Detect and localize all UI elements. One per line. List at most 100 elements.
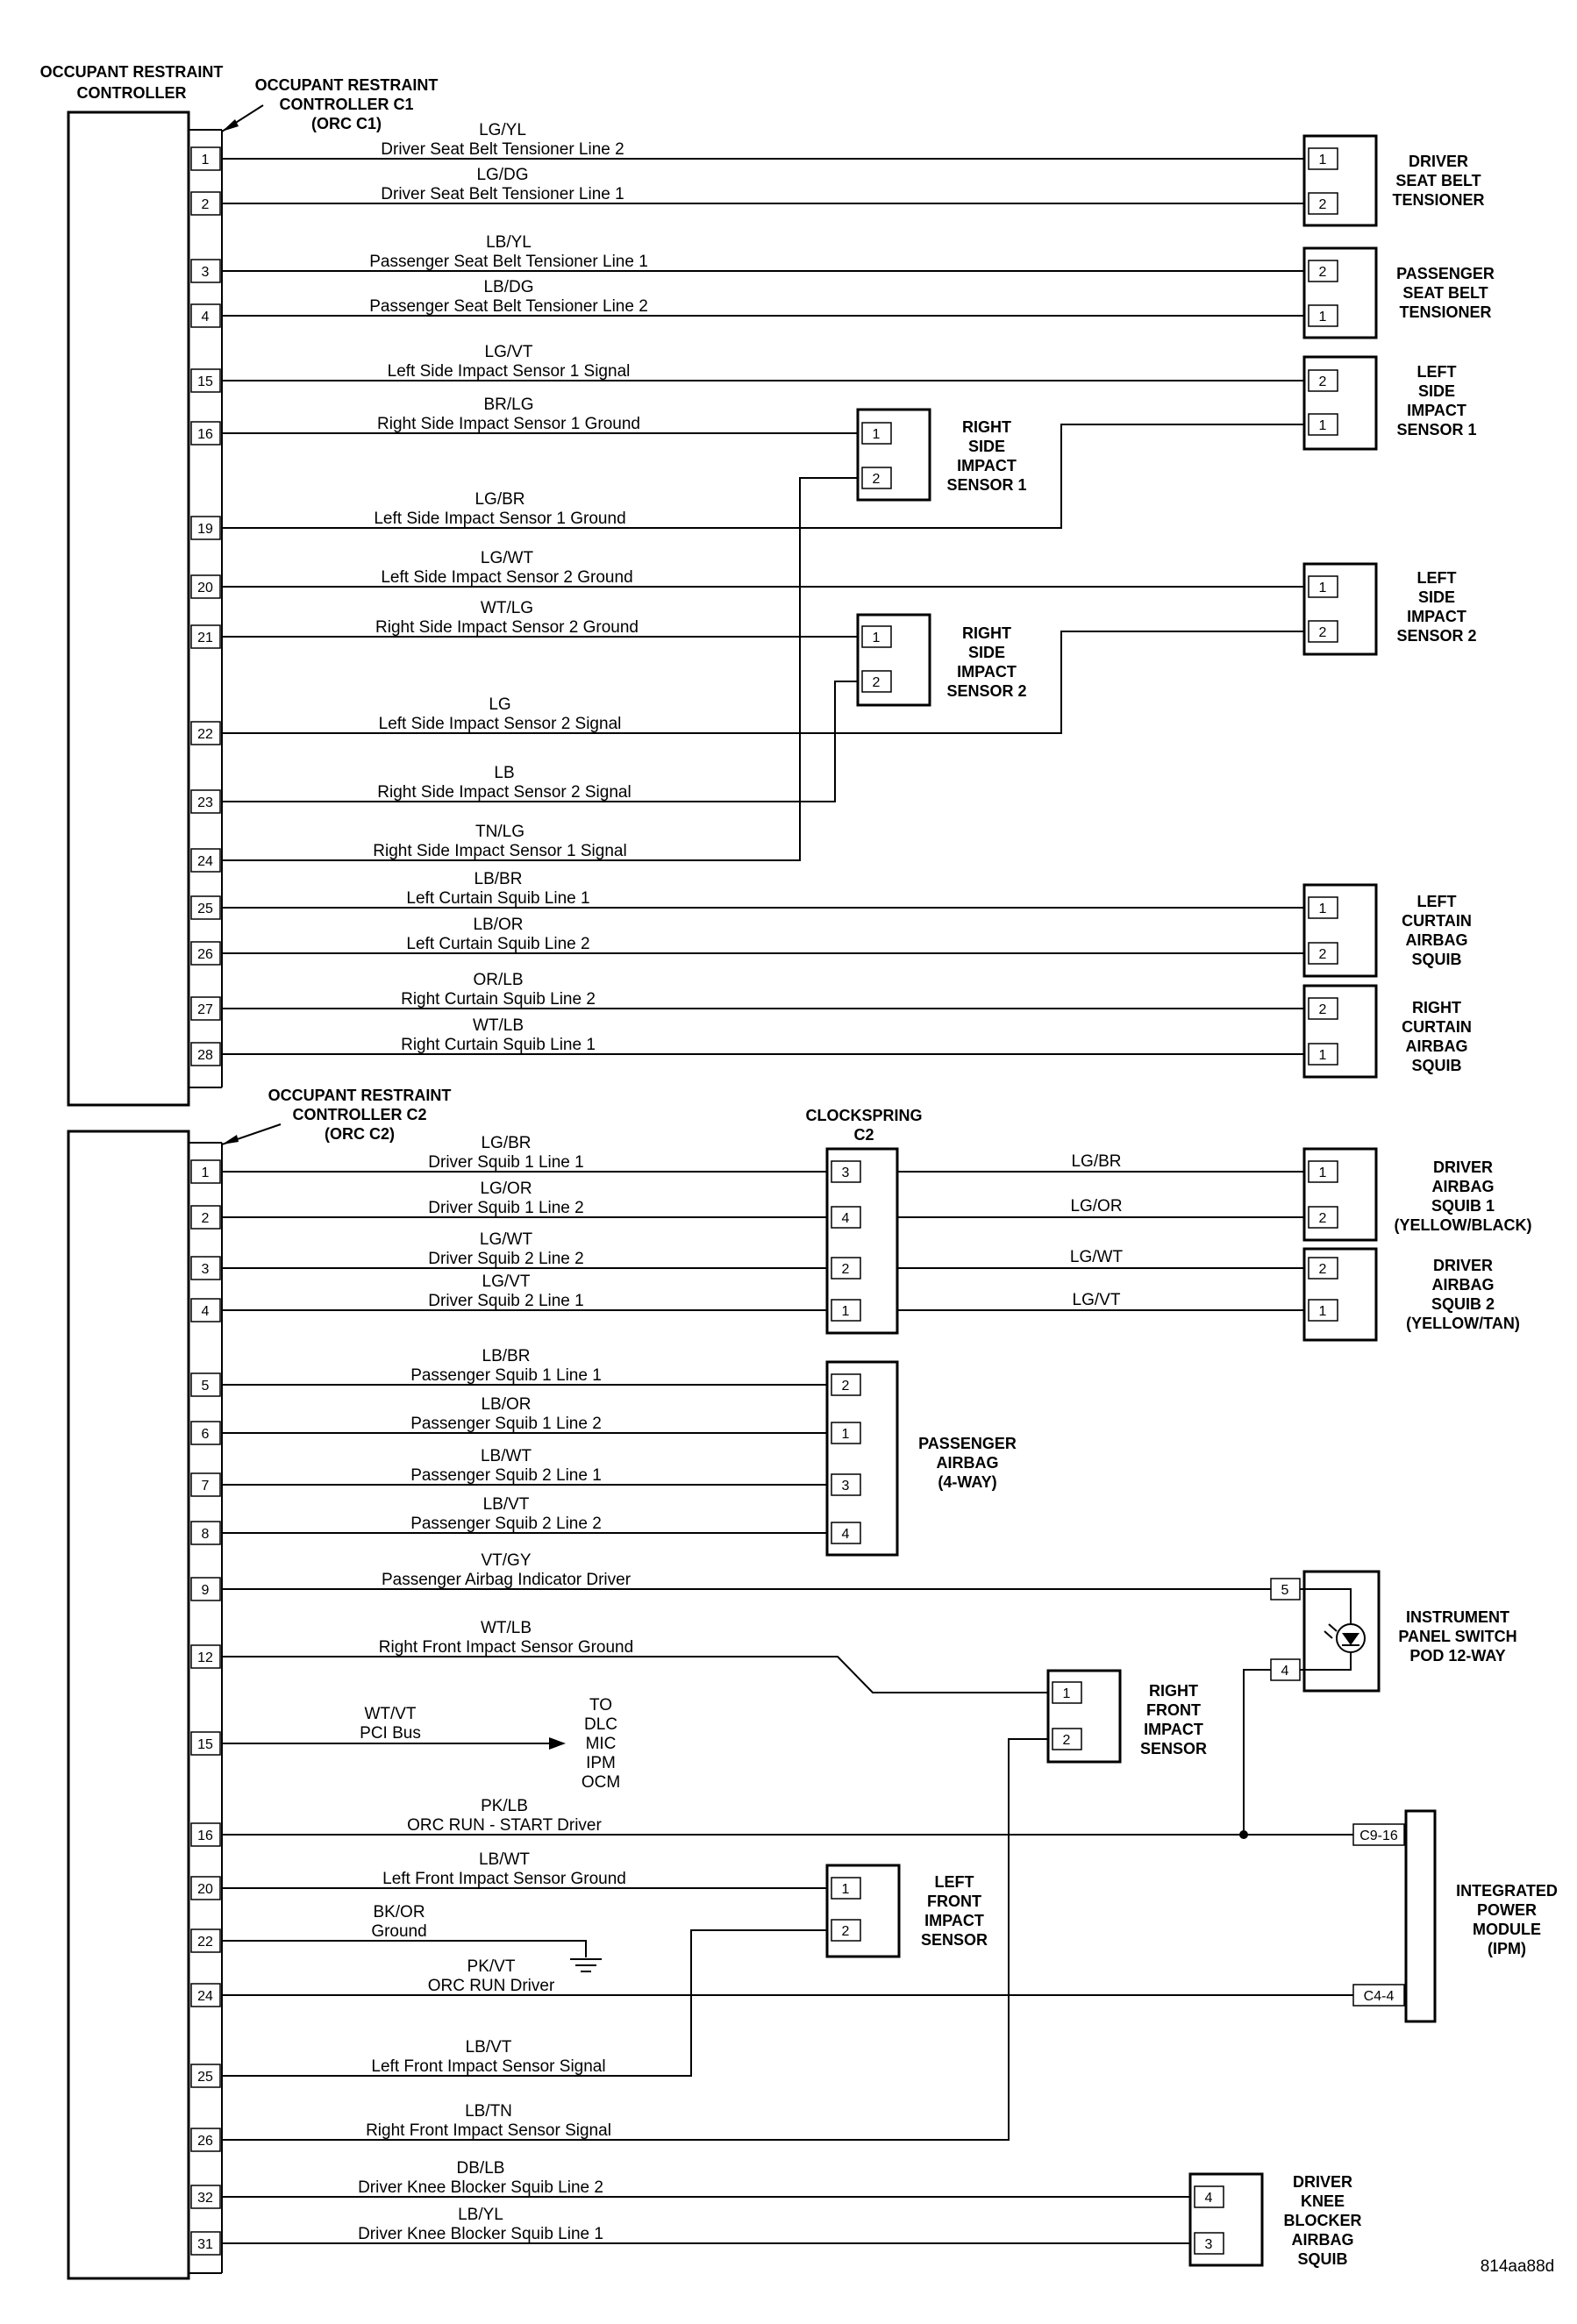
svg-text:1: 1 xyxy=(873,427,881,442)
wire-code: LG/YL xyxy=(479,121,526,139)
svg-text:2: 2 xyxy=(1063,1733,1071,1748)
svg-text:25: 25 xyxy=(197,902,213,916)
wire-desc: ORC RUN - START Driver xyxy=(407,1816,602,1835)
orc-c2-pins: 1 2 3 4 5 6 7 8 9 12 15 16 20 22 24 25 2… xyxy=(190,1159,221,2256)
svg-text:3: 3 xyxy=(1205,2237,1213,2252)
wire-desc: Driver Knee Blocker Squib Line 2 xyxy=(358,2178,603,2197)
svg-text:2: 2 xyxy=(202,197,210,212)
orc-c1-pin xyxy=(190,895,221,920)
orc-c1-pin xyxy=(190,941,221,966)
svg-text:IMPACT: IMPACT xyxy=(924,1912,984,1929)
svg-text:LG/BR: LG/BR xyxy=(1071,1152,1121,1171)
svg-text:22: 22 xyxy=(197,1935,213,1950)
svg-text:SENSOR 1: SENSOR 1 xyxy=(946,476,1026,494)
orc-c2-pin xyxy=(190,1372,221,1397)
svg-text:LEFT: LEFT xyxy=(1417,363,1457,381)
orc-c1-pin xyxy=(190,721,221,745)
svg-text:32: 32 xyxy=(197,2191,213,2206)
pci-bus-destination: TO DLC MIC IPM OCM xyxy=(582,1696,620,1792)
svg-text:IPM: IPM xyxy=(586,1754,616,1772)
svg-text:PASSENGER: PASSENGER xyxy=(918,1435,1017,1452)
svg-text:4: 4 xyxy=(202,310,210,324)
orc-title-line-1: OCCUPANT RESTRAINT xyxy=(40,63,224,81)
svg-text:AIRBAG: AIRBAG xyxy=(1292,2231,1354,2249)
svg-text:5: 5 xyxy=(1281,1583,1289,1598)
svg-text:C2: C2 xyxy=(853,1126,874,1144)
driver-airbag-squib-2: 2 1 DRIVER AIRBAG SQUIB 2 (YELLOW/TAN) xyxy=(1302,1247,1520,1342)
svg-text:12: 12 xyxy=(197,1650,213,1665)
orc-c2-pin xyxy=(190,1472,221,1497)
svg-text:SIDE: SIDE xyxy=(1418,382,1455,400)
orc-c1-label-line-3: (ORC C1) xyxy=(311,115,382,132)
svg-text:24: 24 xyxy=(197,854,213,869)
wire-desc: Passenger Seat Belt Tensioner Line 2 xyxy=(369,297,648,316)
wire-code: LB/WT xyxy=(481,1447,532,1465)
svg-text:(IPM): (IPM) xyxy=(1488,1940,1526,1957)
wire-code: PK/LB xyxy=(481,1797,528,1815)
wire-code: LB/YL xyxy=(486,233,532,252)
orc-c2-pin xyxy=(190,1421,221,1445)
svg-text:3: 3 xyxy=(202,1262,210,1277)
svg-text:16: 16 xyxy=(197,1829,213,1843)
orc-c1-label-line-2: CONTROLLER C1 xyxy=(280,96,414,113)
wire-code: VT/GY xyxy=(481,1551,531,1570)
orc-c2-pin xyxy=(190,1876,221,1900)
orc-c2-connector xyxy=(67,1130,223,2280)
wire-desc: ORC RUN Driver xyxy=(428,1977,555,1995)
wire-code: LG/VT xyxy=(485,343,533,361)
svg-text:FRONT: FRONT xyxy=(1146,1701,1201,1719)
svg-text:CLOCKSPRING: CLOCKSPRING xyxy=(805,1107,922,1124)
svg-text:8: 8 xyxy=(202,1527,210,1542)
right-side-impact-sensor-2: 1 2 RIGHT SIDE IMPACT SENSOR 2 xyxy=(856,613,1027,707)
svg-text:PANEL SWITCH: PANEL SWITCH xyxy=(1398,1628,1516,1645)
svg-text:MIC: MIC xyxy=(586,1735,617,1753)
svg-text:IMPACT: IMPACT xyxy=(1144,1721,1203,1738)
wire-desc: Passenger Squib 2 Line 2 xyxy=(410,1515,602,1533)
wire-code: OR/LB xyxy=(473,971,523,989)
svg-text:4: 4 xyxy=(1205,2191,1213,2206)
svg-text:C9-16: C9-16 xyxy=(1359,1829,1398,1843)
svg-text:IMPACT: IMPACT xyxy=(1407,608,1466,625)
svg-text:IMPACT: IMPACT xyxy=(1407,402,1466,419)
svg-text:2: 2 xyxy=(1319,197,1327,212)
wire-code: LB/OR xyxy=(481,1395,531,1414)
svg-text:BLOCKER: BLOCKER xyxy=(1284,2212,1362,2229)
wire-desc: Passenger Airbag Indicator Driver xyxy=(382,1571,632,1589)
right-curtain-airbag-squib: 2 1 RIGHT CURTAIN AIRBAG SQUIB xyxy=(1302,984,1472,1079)
svg-text:SENSOR 1: SENSOR 1 xyxy=(1396,421,1476,438)
c2-wire-labels: LG/BR Driver Squib 1 Line 1 LG/OR Driver… xyxy=(358,1134,633,2243)
svg-text:23: 23 xyxy=(197,795,213,810)
clockspring-c2: 3 4 2 1 CLOCKSPRING C2 xyxy=(805,1107,923,1335)
svg-text:26: 26 xyxy=(197,2134,213,2149)
svg-text:2: 2 xyxy=(1319,374,1327,389)
wire-desc: Left Curtain Squib Line 2 xyxy=(406,935,589,953)
svg-text:1: 1 xyxy=(1319,153,1327,168)
svg-text:DRIVER: DRIVER xyxy=(1433,1257,1493,1274)
svg-text:1: 1 xyxy=(842,1882,850,1897)
wire-desc: Right Side Impact Sensor 1 Ground xyxy=(377,415,640,433)
svg-text:2: 2 xyxy=(842,1262,850,1277)
svg-text:SQUIB: SQUIB xyxy=(1411,951,1461,968)
svg-text:(YELLOW/TAN): (YELLOW/TAN) xyxy=(1406,1315,1520,1332)
driver-knee-blocker-airbag-squib: 4 3 DRIVER KNEE BLOCKER AIRBAG SQUIB xyxy=(1188,2172,1362,2268)
svg-text:SIDE: SIDE xyxy=(968,644,1005,661)
svg-text:4: 4 xyxy=(1281,1664,1289,1679)
svg-text:20: 20 xyxy=(197,581,213,595)
wire-desc: Passenger Squib 1 Line 2 xyxy=(410,1415,602,1433)
wire-desc: Ground xyxy=(371,1922,426,1941)
svg-text:MODULE: MODULE xyxy=(1473,1921,1541,1938)
wire-code: LB/BR xyxy=(475,870,523,888)
svg-text:LG/WT: LG/WT xyxy=(1070,1248,1124,1266)
svg-text:2: 2 xyxy=(202,1211,210,1226)
left-front-impact-sensor: 1 2 LEFT FRONT IMPACT SENSOR xyxy=(825,1864,988,1958)
wire-desc: Right Curtain Squib Line 2 xyxy=(401,990,596,1009)
orc-c2-pin xyxy=(190,1205,221,1230)
c2-wiring xyxy=(222,1171,1406,2244)
orc-c2-label-line-1: OCCUPANT RESTRAINT xyxy=(268,1087,452,1104)
wire-desc: Passenger Squib 2 Line 1 xyxy=(410,1466,602,1485)
wire-desc: Right Front Impact Sensor Ground xyxy=(379,1638,633,1657)
svg-text:DRIVER: DRIVER xyxy=(1293,2173,1352,2191)
wire-desc: Left Front Impact Sensor Ground xyxy=(382,1870,626,1888)
svg-text:FRONT: FRONT xyxy=(927,1893,981,1910)
